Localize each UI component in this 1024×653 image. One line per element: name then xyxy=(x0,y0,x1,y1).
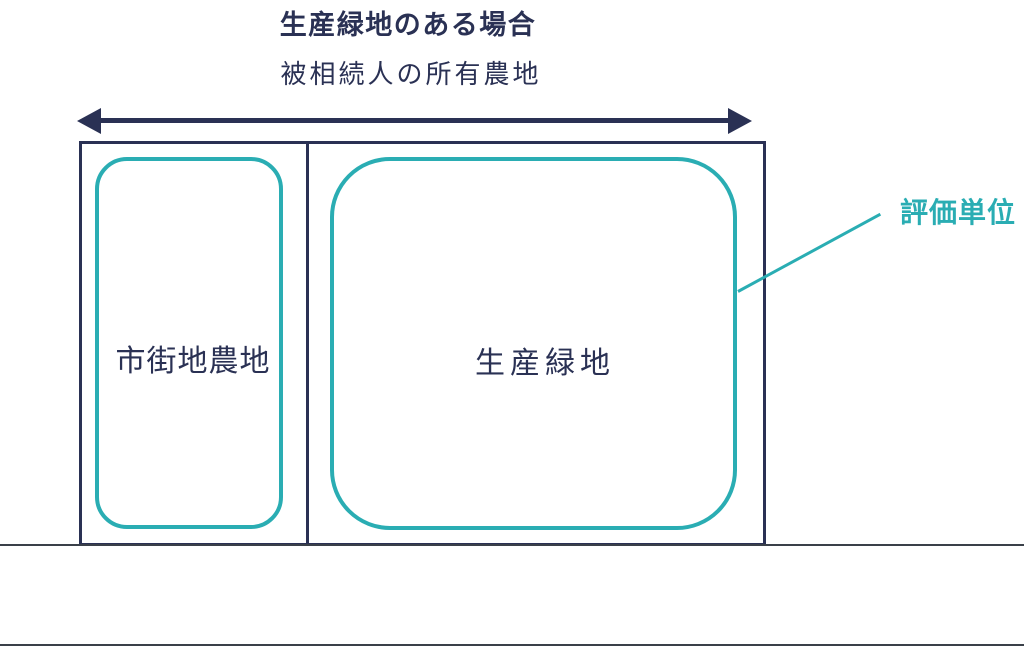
arrowhead-left-icon xyxy=(77,108,101,134)
arrow-shaft xyxy=(99,118,729,123)
parcel-divider xyxy=(306,141,309,546)
subtitle-owned-farmland: 被相続人の所有農地 xyxy=(280,59,542,89)
arrowhead-right-icon xyxy=(728,108,752,134)
ground-line-upper xyxy=(0,544,1024,546)
evaluation-unit-label: 評価単位 xyxy=(900,197,1017,228)
production-greenland-box xyxy=(330,157,737,530)
urban-farmland-label: 市街地農地 xyxy=(115,345,271,378)
page-title: 生産緑地のある場合 xyxy=(279,10,537,40)
urban-farmland-box xyxy=(95,157,283,529)
ground-line-lower xyxy=(0,644,1024,646)
production-greenland-label: 生産緑地 xyxy=(475,347,615,380)
